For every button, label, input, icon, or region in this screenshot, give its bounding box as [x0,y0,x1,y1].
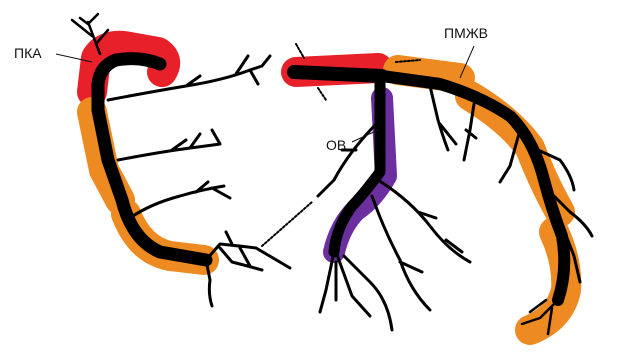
cx-label: ОВ [326,137,346,153]
left-main-vessel [294,72,382,76]
lad-label: ПМЖВ [444,25,488,41]
left-coronary-system [294,44,592,334]
rca-anastomosis [262,202,312,246]
rca-branch-3 [130,182,230,218]
rca-distal-branches [206,232,290,306]
rca-system [72,14,312,306]
cx-branch-2 [378,180,470,262]
rca-label: ПКА [14,45,42,61]
cx-distal-branches [320,252,392,330]
rca-label-group: ПКА [14,45,92,62]
rca-branch-2 [118,130,220,160]
lad-branch-1 [430,86,456,150]
